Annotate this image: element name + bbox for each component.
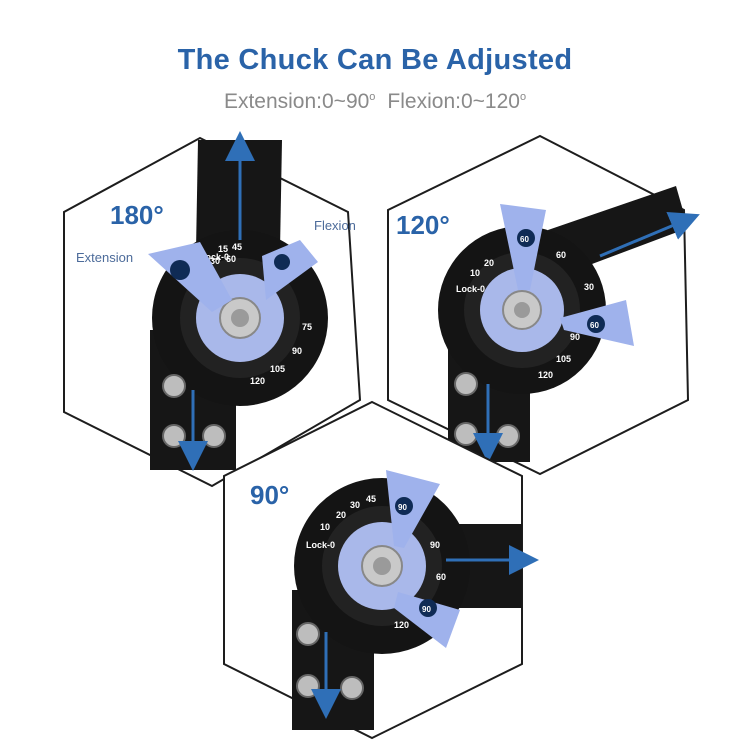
- tick-10: 10: [320, 522, 330, 532]
- tick-105: 105: [556, 354, 571, 364]
- tick-75: 75: [302, 322, 312, 332]
- flexion-tab: [262, 240, 318, 300]
- top-tab: [500, 204, 546, 290]
- tick-105: 105: [270, 364, 285, 374]
- page-title: The Chuck Can Be Adjusted: [177, 44, 573, 76]
- diagonal-arrow: [599, 211, 700, 258]
- side-tab-value: 90: [422, 605, 431, 614]
- extension-range: Extension:0~90: [223, 90, 370, 113]
- tick-lock: Lock-0: [200, 252, 229, 262]
- tick-120: 120: [538, 370, 553, 380]
- tick-30: 30: [584, 282, 594, 292]
- top-tab-value: 60: [520, 235, 529, 244]
- tick-120: 120: [394, 620, 409, 630]
- top-tab: [386, 470, 440, 548]
- angle-label-180: 180°: [110, 200, 164, 230]
- tick-90: 90: [570, 332, 580, 342]
- tick-lock: Lock-0: [456, 284, 485, 294]
- tick-15: 15: [218, 244, 228, 254]
- tick-30: 30: [210, 256, 220, 266]
- flexion-range: Flexion:0~120: [387, 90, 520, 113]
- panel-120: Lock-0 10 20 30 60 90 105 120 60 60 120°: [387, 134, 700, 476]
- angle-label-120: 120°: [396, 210, 450, 240]
- tick-90: 90: [292, 346, 302, 356]
- side-tab: [394, 592, 460, 648]
- tick-60: 60: [436, 572, 446, 582]
- extension-caption: Extension: [76, 250, 133, 265]
- tick-60: 60: [556, 250, 566, 260]
- panel-180: Lock-0 15 30 45 60 75 90 105 120 180° Ex…: [63, 131, 362, 488]
- tick-lock: Lock-0: [306, 540, 335, 550]
- angle-label-90: 90°: [250, 480, 289, 510]
- tick-120: 120: [250, 376, 265, 386]
- top-tab-value: 90: [398, 503, 407, 512]
- tick-10: 10: [470, 268, 480, 278]
- flexion-caption: Flexion: [314, 218, 356, 233]
- tick-30: 30: [350, 500, 360, 510]
- tick-60: 60: [226, 254, 236, 264]
- tick-45: 45: [232, 242, 242, 252]
- tick-45: 45: [366, 494, 376, 504]
- panel-90: Lock-0 10 20 30 45 60 90 120 90 90 90°: [223, 400, 539, 740]
- extension-tab: [148, 242, 232, 312]
- tick-90: 90: [430, 540, 440, 550]
- side-tab-value: 60: [590, 321, 599, 330]
- tick-20: 20: [484, 258, 494, 268]
- tick-20: 20: [336, 510, 346, 520]
